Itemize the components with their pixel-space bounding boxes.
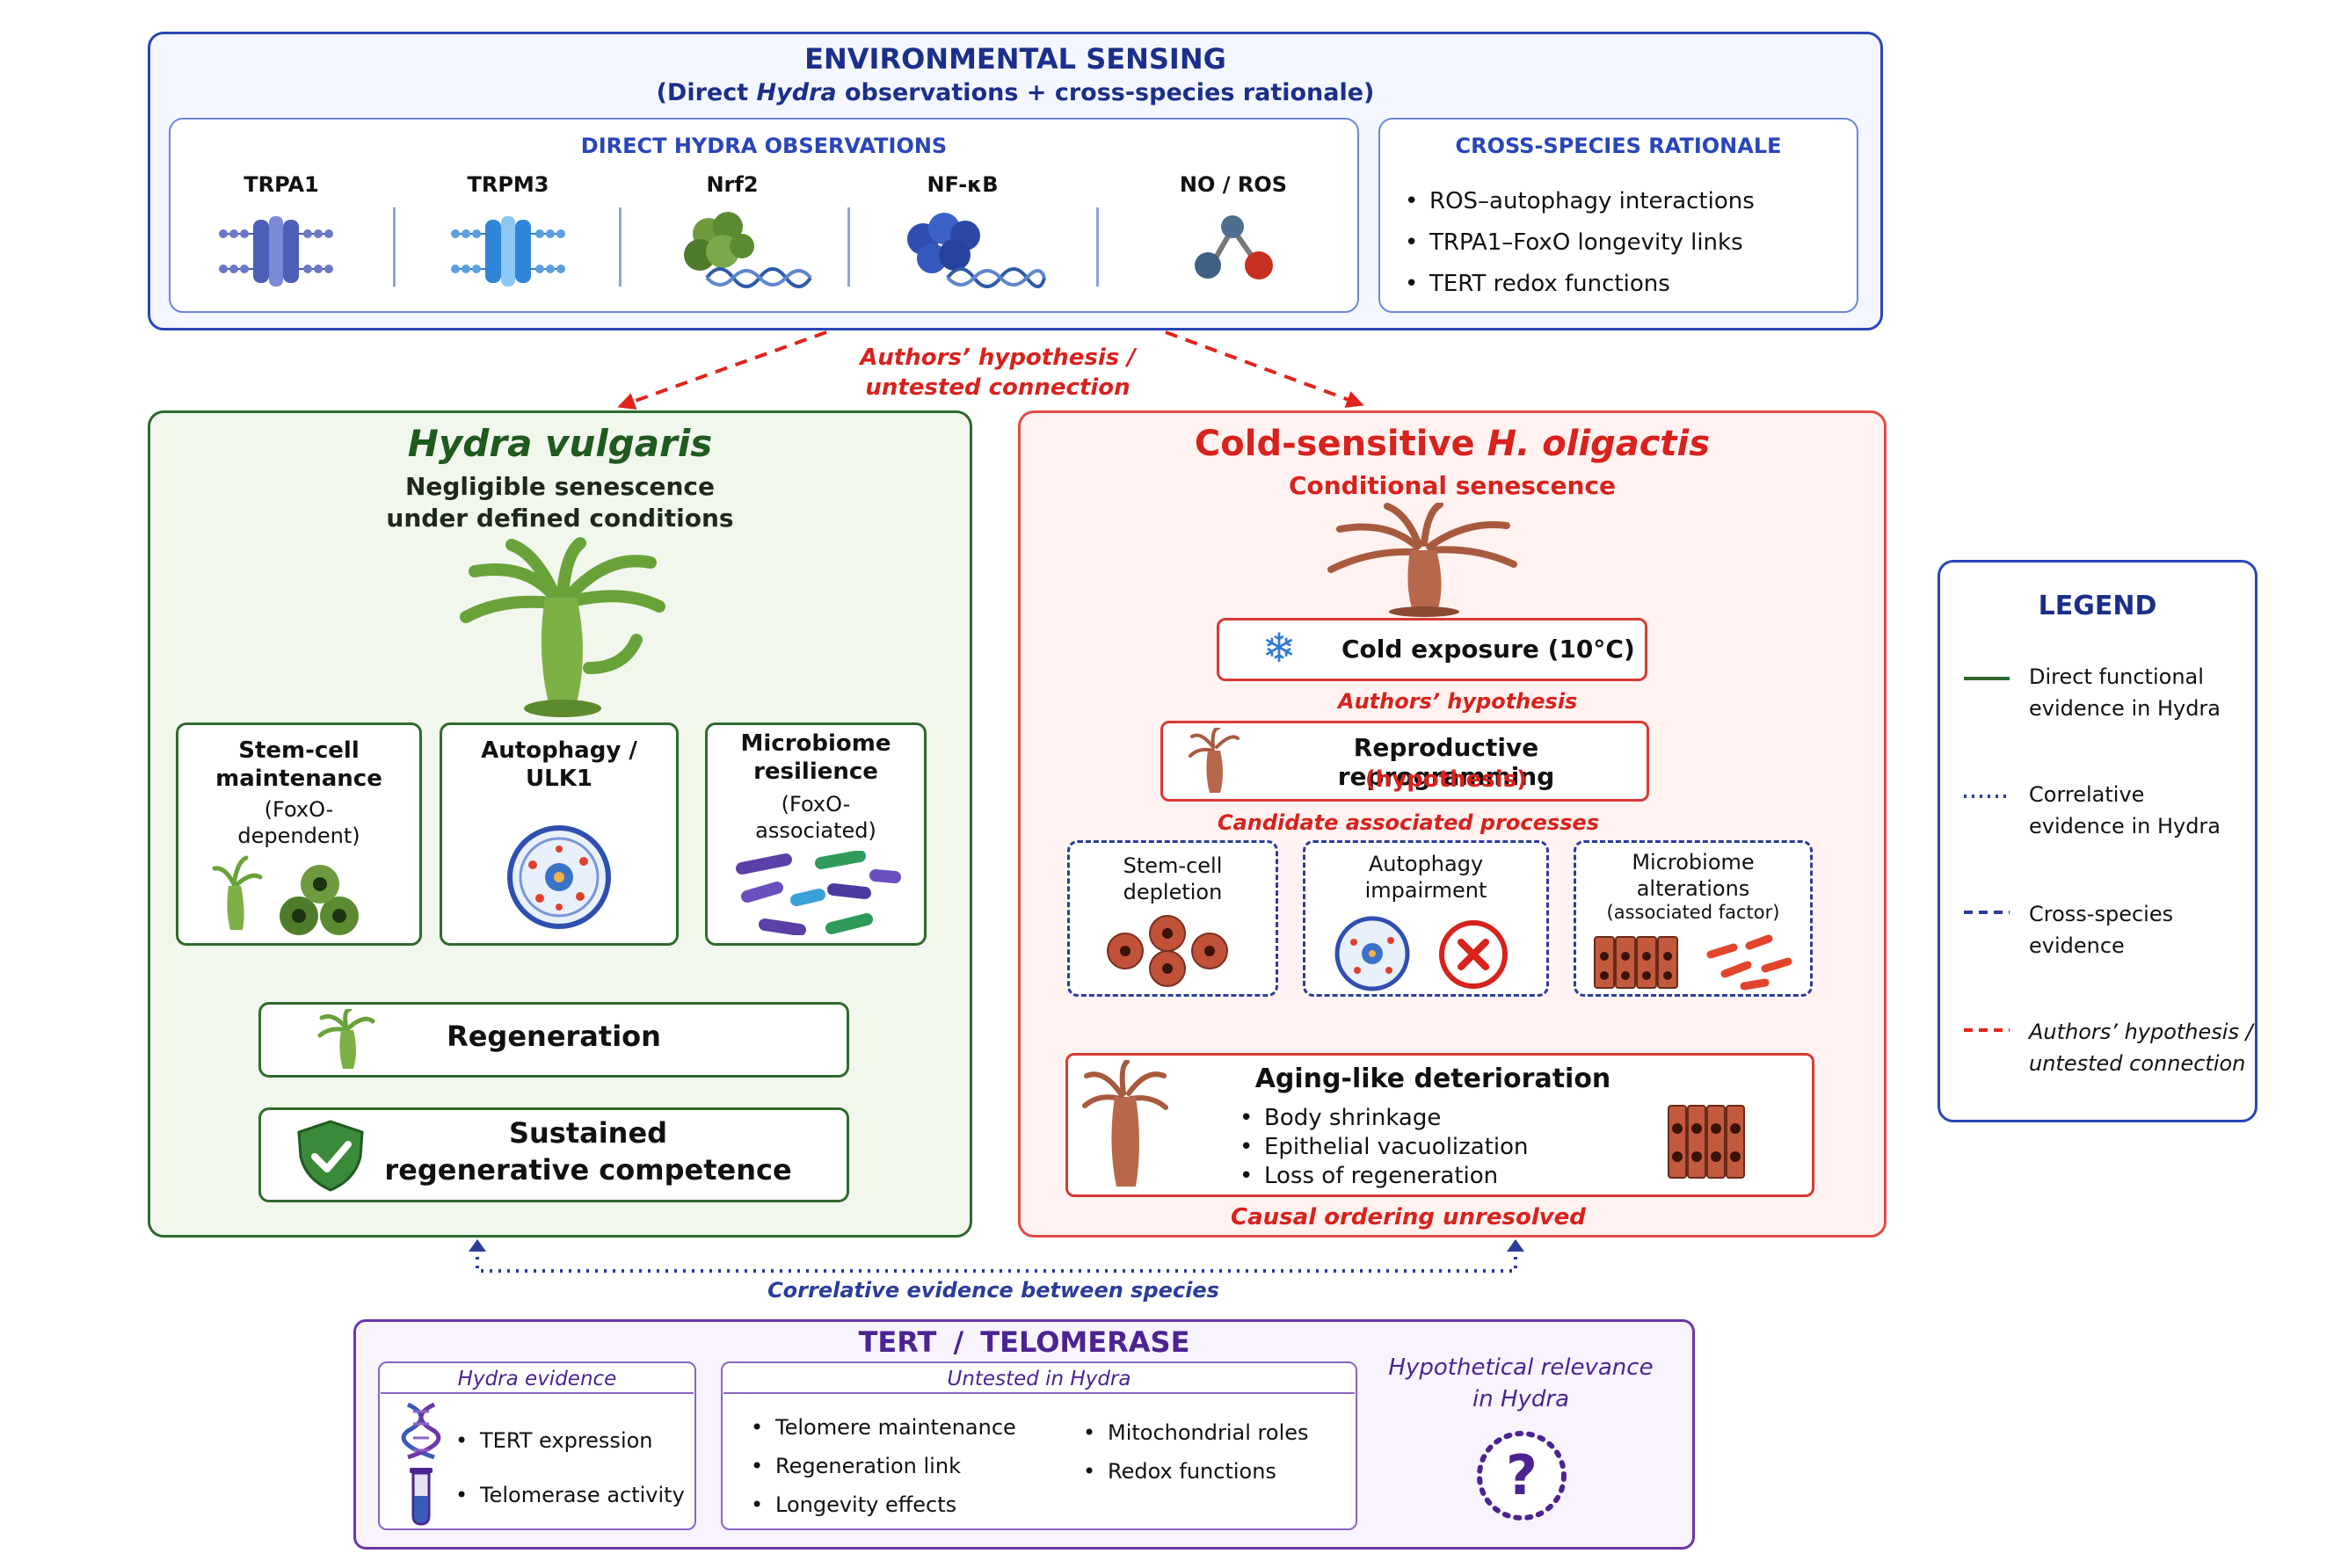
cold-exposure-box [1217, 618, 1647, 681]
legend-item-cross-species: Cross-species evidence [2029, 902, 2174, 958]
reproductive-reprogramming-note: (hypothesis) [1364, 766, 1528, 793]
test-tube-icon [410, 1468, 433, 1526]
aging-symptom-item: Loss of regeneration [1234, 1162, 1656, 1191]
authors-hypothesis-label: Authors’ hypothesis [1338, 689, 1578, 714]
sensor-label-trpa1: TRPA1 [244, 172, 319, 197]
aging-like-deterioration-title: Aging-like deterioration [1254, 1063, 1611, 1094]
sensor-separator [1096, 207, 1099, 287]
hydra-bud-icon [1189, 728, 1240, 793]
hydra-oligactis-illustration [1327, 503, 1517, 617]
aging-symptoms-list: Body shrinkage Epithelial vacuolization … [1234, 1104, 1656, 1191]
sensor-label-no-ros: NO / ROS [1179, 172, 1288, 197]
legend-item-correlative: Correlative evidence in Hydra [2029, 782, 2221, 838]
tert-evidence-item: Telomerase activity [450, 1468, 696, 1522]
no-ros-molecule-icon [1195, 215, 1273, 279]
depleted-cells-icon [1107, 915, 1228, 987]
env-subtitle: (Direct Hydra observations + cross-speci… [656, 79, 1375, 106]
legend-panel [1938, 560, 2257, 1122]
svg-text:?: ? [1506, 1443, 1538, 1507]
vacuolized-epithelium-icon [1668, 1105, 1745, 1179]
correlative-arrowhead-left [469, 1239, 486, 1252]
tert-untested-item: Mitochondrial roles [1078, 1413, 1341, 1452]
regeneration-label: Regeneration [447, 1020, 661, 1053]
shrunken-hydra-icon [1082, 1060, 1168, 1187]
blocked-x-icon [1439, 920, 1508, 989]
tert-untested-item: Redox functions [1078, 1452, 1341, 1491]
cross-species-list: ROS–autophagy interactions TRPA1–FoxO lo… [1400, 181, 1839, 305]
hv-title: Hydra vulgaris [407, 422, 713, 465]
aging-symptom-item: Epithelial vacuolization [1234, 1133, 1656, 1162]
hypothesis-label: Authors’ hypothesis / untested connectio… [860, 345, 1136, 401]
ho-subtitle: Conditional senescence [1288, 471, 1617, 500]
causal-ordering-label: Causal ordering unresolved [1231, 1204, 1586, 1230]
env-title: ENVIRONMENTAL SENSING [804, 42, 1226, 76]
correlative-between-label: Correlative evidence between species [767, 1278, 1219, 1303]
correlative-between-species-connector [476, 1248, 1517, 1273]
cross-species-item: ROS–autophagy interactions [1400, 181, 1839, 222]
autophagy-impairment-title: Autophagy impairment [1364, 852, 1487, 903]
sensor-separator [393, 207, 396, 287]
stem-cell-maintenance-title: Stem-cell maintenance [215, 737, 382, 792]
tert-evidence-divider [381, 1392, 694, 1394]
tert-untested-item: Regeneration link [745, 1447, 1036, 1485]
sensor-separator [619, 207, 622, 287]
tert-untested-list-2: Mitochondrial roles Redox functions [1078, 1413, 1341, 1491]
correlative-arrowhead-right [1507, 1239, 1524, 1252]
cold-exposure-label: Cold exposure (10°C) [1341, 635, 1635, 664]
sensor-separator [847, 207, 850, 287]
sensor-label-trpm3: TRPM3 [467, 172, 549, 197]
candidate-processes-label: Candidate associated processes [1217, 810, 1600, 835]
legend-item-hypothesis: Authors’ hypothesis / untested connectio… [2029, 1020, 2253, 1076]
tert-evidence-list: TERT expression Telomerase activity [450, 1413, 696, 1522]
autophagy-ulk1-title: Autophagy / ULK1 [481, 737, 637, 792]
microbiome-resilience-title: Microbiome resilience [740, 730, 891, 785]
hypothetical-relevance-label: Hypothetical relevance in Hydra [1388, 1354, 1654, 1412]
nrf2-protein-dna-icon [684, 212, 812, 288]
legend-title: LEGEND [2038, 591, 2157, 621]
cross-species-item: TERT redox functions [1400, 264, 1839, 305]
trpa1-channel-icon [219, 216, 333, 287]
stem-cells-icon [212, 855, 359, 935]
tert-title: TERT / TELOMERASE [858, 1325, 1190, 1359]
microbiome-alterations-title: Microbiome alterations [1632, 850, 1755, 901]
microbiome-alterations-note: (associated factor) [1606, 902, 1780, 923]
reproductive-reprogramming-label: Reproductive reprogramming [1337, 733, 1555, 791]
regeneration-box [258, 1002, 849, 1078]
trpm3-channel-icon [451, 216, 565, 287]
shield-check-icon [297, 1120, 364, 1192]
stem-cell-maintenance-note: (FoxO- dependent) [237, 797, 360, 848]
reproductive-reprogramming-box [1160, 721, 1649, 802]
aging-symptom-item: Body shrinkage [1234, 1104, 1656, 1133]
dna-icon [401, 1403, 441, 1459]
tert-hydra-evidence-title: Hydra evidence [457, 1368, 617, 1390]
tert-untested-divider [723, 1392, 1355, 1394]
sensor-label-nrf2: Nrf2 [706, 172, 759, 197]
hv-subtitle: Negligible senescence under defined cond… [386, 472, 734, 533]
cross-species-title: CROSS-SPECIES RATIONALE [1455, 134, 1782, 158]
tert-untested-item: Longevity effects [745, 1485, 1036, 1524]
hydra-vulgaris-illustration [460, 537, 665, 717]
tert-untested-title: Untested in Hydra [947, 1368, 1131, 1390]
tert-untested-item: Telomere maintenance [745, 1408, 1036, 1447]
nfkb-protein-dna-icon [907, 213, 1046, 288]
cross-species-item: TRPA1–FoxO longevity links [1400, 222, 1839, 264]
stem-cell-depletion-title: Stem-cell depletion [1123, 853, 1223, 904]
legend-line-samples [1964, 677, 2010, 1032]
bacteria-icon [736, 851, 901, 935]
question-mark-icon: ? [1477, 1431, 1567, 1521]
direct-observations-title: DIRECT HYDRA OBSERVATIONS [580, 134, 948, 158]
impaired-autophagosome-icon [1334, 916, 1410, 991]
legend-item-direct: Direct functional evidence in Hydra [2029, 664, 2221, 721]
tert-untested-list-1: Telomere maintenance Regeneration link L… [745, 1408, 1036, 1524]
autophagosome-icon [507, 825, 611, 929]
tert-evidence-item: TERT expression [450, 1413, 696, 1468]
sensor-label-nfkb: NF-κB [927, 172, 999, 197]
snowflake-icon: ❄ [1261, 624, 1297, 671]
ho-title: Cold-sensitive H. oligactis [1194, 424, 1711, 464]
microbiome-resilience-box [705, 722, 927, 946]
microbiome-resilience-note: (FoxO- associated) [755, 792, 876, 843]
hydra-small-icon [317, 1009, 375, 1069]
damaged-epithelium-bacteria-icon [1594, 934, 1792, 991]
sustained-competence-label: Sustained regenerative competence [384, 1116, 792, 1187]
